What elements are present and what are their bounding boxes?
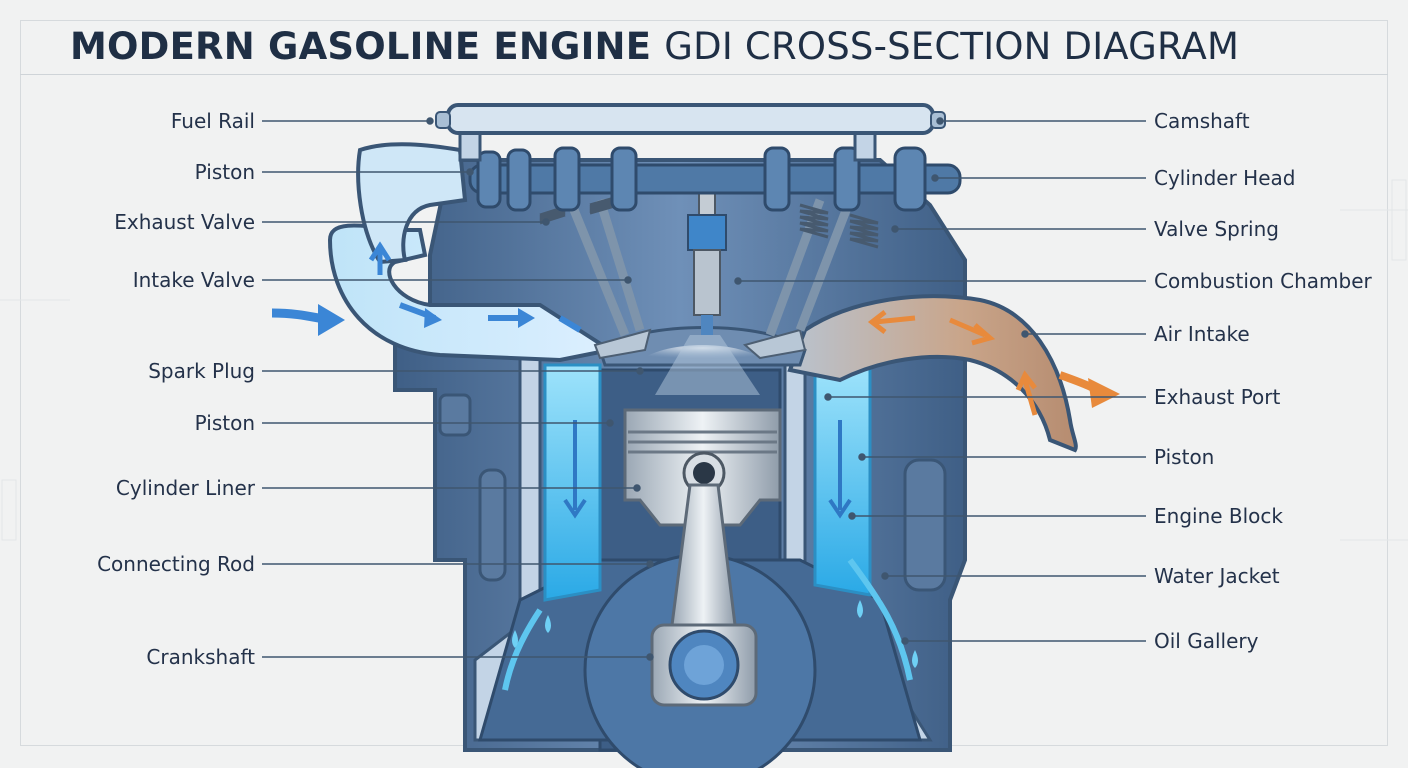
label-connecting-rod: Connecting Rod (97, 552, 255, 576)
title-bold: MODERN GASOLINE ENGINE (70, 25, 652, 68)
label-piston-middle: Piston (194, 411, 255, 435)
label-cylinder-liner: Cylinder Liner (115, 476, 255, 500)
leader-lines (262, 117, 1146, 661)
label-crankshaft: Crankshaft (146, 645, 255, 669)
piston (623, 408, 782, 527)
fuel-rail (435, 103, 946, 135)
connecting-rod (650, 483, 758, 707)
title-divider (20, 74, 1388, 75)
diagram-title: MODERN GASOLINE ENGINE GDI CROSS-SECTION… (70, 24, 1239, 70)
label-air-intake: Air Intake (1154, 322, 1250, 346)
camshaft (458, 128, 962, 212)
valves (565, 198, 855, 360)
title-light: GDI CROSS-SECTION DIAGRAM (664, 25, 1240, 68)
label-exhaust-port: Exhaust Port (1154, 385, 1281, 409)
intake-port (271, 142, 616, 363)
label-fuel-rail: Fuel Rail (170, 109, 255, 133)
label-exhaust-valve: Exhaust Valve (114, 210, 255, 234)
label-engine-block: Engine Block (1154, 504, 1283, 528)
label-combustion-chamber: Combustion Chamber (1154, 269, 1372, 293)
label-piston-top: Piston (194, 160, 255, 184)
label-camshaft: Camshaft (1154, 109, 1250, 133)
valve-springs (539, 195, 879, 249)
label-water-jacket: Water Jacket (1154, 564, 1280, 588)
label-valve-spring: Valve Spring (1154, 217, 1279, 241)
background-grid (0, 179, 1408, 541)
exhaust-port (787, 294, 1120, 453)
label-intake-valve: Intake Valve (132, 268, 255, 292)
cylinder-head (598, 326, 807, 395)
label-spark-plug: Spark Plug (148, 359, 255, 383)
label-piston-lower: Piston (1154, 445, 1215, 469)
label-cylinder-head: Cylinder Head (1154, 166, 1296, 190)
label-oil-gallery: Oil Gallery (1154, 629, 1259, 653)
